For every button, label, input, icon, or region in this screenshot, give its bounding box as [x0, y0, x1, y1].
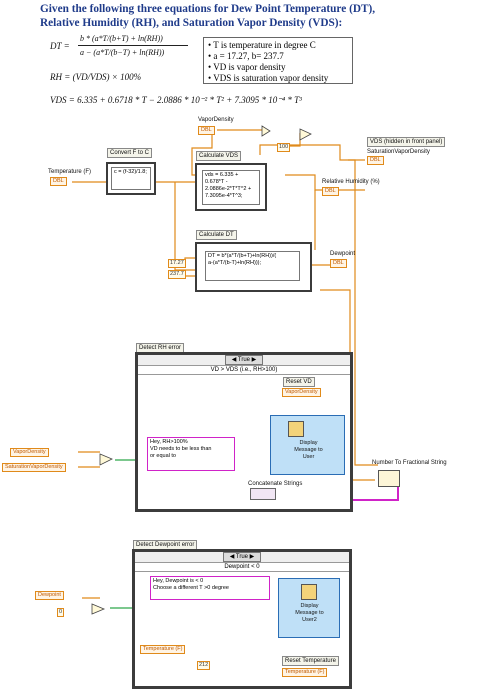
temperature-local[interactable]: Temperature (F) — [140, 645, 186, 654]
dt-equation-denominator: a − (a*T/(b−T) + ln(RH)) — [80, 48, 165, 57]
page-header: Given the following three equations for … — [40, 2, 460, 30]
dewpoint-message-string[interactable]: Hey, Dewpoint is < 0 Choose a different … — [150, 576, 270, 600]
dewpoint-case-selector-head[interactable]: ◀ True ▶ — [135, 552, 349, 563]
dewpoint-label: Dewpoint — [330, 251, 356, 257]
saturation-vapor-density-indicator[interactable]: DBL — [367, 156, 384, 165]
note-item: a = 17.27, b= 237.7 — [208, 51, 348, 62]
relative-humidity-label: Relative Humidity (%) — [322, 179, 380, 185]
display-message2-text: Display Message to User2 — [295, 603, 324, 623]
note-item: T is temperature in degree C — [208, 40, 348, 51]
rh-message-string[interactable]: Hey, RH>100% VD needs to be less than or… — [147, 437, 235, 471]
display-message-subvi[interactable]: Display Message to User — [270, 415, 345, 475]
calc-dt-code[interactable]: DT = b*(a*T/(b+T)+ln(RH))/( a-(a*T/(b-T)… — [205, 251, 300, 281]
dewpoint-input[interactable]: Dewpoint — [35, 591, 64, 600]
constant-a[interactable]: 17.27 — [168, 259, 186, 268]
note-item: VDS is saturation vapor density — [208, 73, 348, 84]
vapor-density-control[interactable]: DBL — [198, 126, 215, 135]
greater-than-node — [99, 453, 113, 466]
vds-hidden-label: VDS (hidden in front panel) — [367, 137, 446, 147]
rh-case-condition: VD > VDS (i.e., RH>100) — [138, 366, 350, 375]
vapor-density-input[interactable]: VaporDensity — [10, 448, 49, 457]
concatenate-label: Concatenate Strings — [248, 481, 303, 487]
calc-vds-formula-node[interactable]: vds = 6.335 + 0.678*T - 2.0886e-2*T*T^2 … — [195, 163, 267, 211]
case-selector[interactable]: ◀ True ▶ — [222, 552, 262, 562]
dt-equation-lhs: DT = — [50, 41, 70, 51]
rh-case-selector-head[interactable]: ◀ True ▶ — [138, 355, 350, 366]
number-to-fractional-node[interactable] — [378, 470, 400, 487]
reset-vd-label: Reset VD — [283, 377, 315, 387]
vds-equation: VDS = 6.335 + 0.6718 * T − 2.0886 * 10⁻²… — [50, 95, 302, 105]
rh-equation: RH = (VD/VDS) × 100% — [50, 72, 142, 82]
relative-humidity-indicator[interactable]: DBL — [322, 187, 339, 196]
temperature-label: Temperature (F) — [48, 169, 92, 175]
temperature-local-2[interactable]: Temperature (F) — [282, 668, 328, 677]
dewpoint-indicator[interactable]: DBL — [330, 259, 347, 268]
constant-zero[interactable]: 0 — [57, 608, 65, 617]
header-line-2: Relative Humidity (RH), and Saturation V… — [40, 17, 343, 29]
display-message2-subvi[interactable]: Display Message to User2 — [278, 578, 340, 638]
case-selector[interactable]: ◀ True ▶ — [224, 355, 264, 365]
calc-dt-formula-node[interactable]: DT = b*(a*T/(b+T)+ln(RH))/( a-(a*T/(b-T)… — [195, 242, 312, 292]
saturation-vapor-density-label: SaturationVaporDensity — [367, 149, 430, 155]
display-message-text: Display Message to User — [294, 440, 323, 460]
warning-icon — [288, 421, 304, 437]
header-line-1: Given the following three equations for … — [40, 3, 376, 15]
greater-than-node — [261, 125, 271, 137]
convert-formula-node[interactable]: c = (f-32)/1.8; — [106, 162, 156, 195]
reset-temperature-label: Reset Temperature — [282, 656, 339, 666]
compare-node — [299, 128, 312, 141]
calc-dt-label: Calculate DT — [196, 230, 237, 240]
calc-vds-code[interactable]: vds = 6.335 + 0.678*T - 2.0886e-2*T*T^2 … — [202, 170, 260, 205]
vapor-density-local[interactable]: VaporDensity — [282, 388, 321, 397]
dewpoint-case-condition: Dewpoint < 0 — [135, 563, 349, 572]
concatenate-node[interactable] — [250, 488, 276, 500]
constant-100[interactable]: 100 — [277, 143, 291, 152]
convert-node-label: Convert F to C — [107, 148, 153, 158]
dt-equation-numerator: b * (a*T/(b+T) + ln(RH)) — [80, 34, 163, 43]
calc-vds-label: Calculate VDS — [196, 151, 242, 161]
convert-code[interactable]: c = (f-32)/1.8; — [111, 167, 151, 190]
less-than-node — [91, 603, 106, 615]
temperature-control[interactable]: DBL — [50, 177, 67, 186]
number-to-fractional-label: Number To Fractional String — [372, 460, 447, 466]
warning-icon — [301, 584, 317, 600]
fraction-bar — [78, 45, 188, 46]
constant-b[interactable]: 237.7 — [168, 270, 186, 279]
saturation-vapor-density-input[interactable]: SaturationVaporDensity — [2, 463, 66, 472]
note-item: VD is vapor density — [208, 62, 348, 73]
constant-212[interactable]: 212 — [197, 661, 211, 670]
vapor-density-label: VaporDensity — [198, 117, 234, 123]
notes-box: T is temperature in degree C a = 17.27, … — [203, 37, 353, 84]
